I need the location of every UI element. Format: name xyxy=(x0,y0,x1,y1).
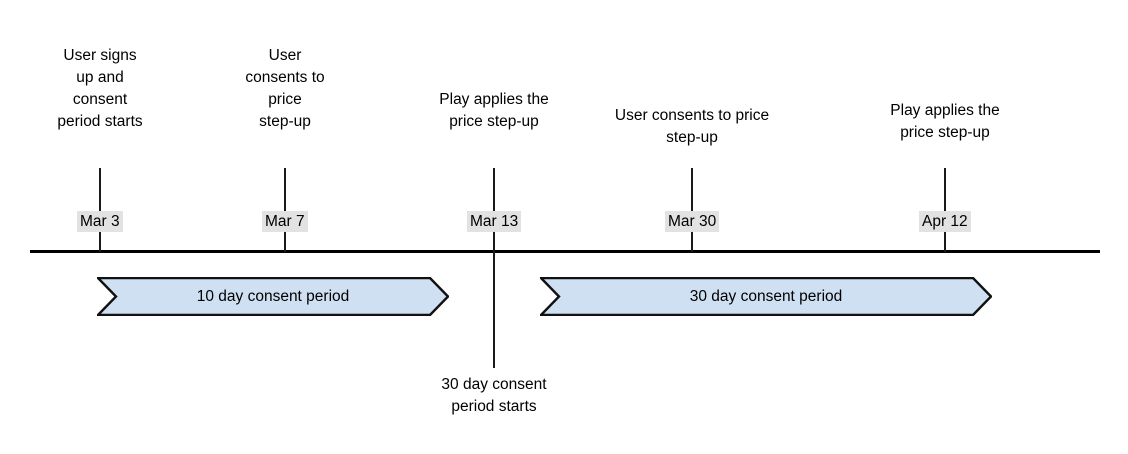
date-chip-mar-3: Mar 3 xyxy=(77,211,123,232)
event-tick-mar-13 xyxy=(493,168,495,252)
date-chip-mar-30: Mar 30 xyxy=(665,211,720,232)
event-tick-apr-12 xyxy=(944,168,946,252)
date-chip-apr-12: Apr 12 xyxy=(919,211,971,232)
timeline-axis xyxy=(30,250,1100,253)
event-tick-mar-3 xyxy=(99,168,101,252)
event-label-apr-12: Play applies the price step-up xyxy=(890,102,1000,141)
banner-consent-period-10-day: 10 day consent period xyxy=(97,277,449,316)
date-chip-mar-7: Mar 7 xyxy=(262,211,308,232)
event-label-mar-13: Play applies the price step-up xyxy=(439,91,549,130)
event-label-mar-30: User consents to price step-up xyxy=(614,107,770,146)
event-label-mar-3: User signs up and consent period starts xyxy=(57,47,143,130)
banner-consent-period-30-day: 30 day consent period xyxy=(540,277,992,316)
banner-shape-consent-period-10-day xyxy=(97,277,449,316)
banner-shape-consent-period-30-day xyxy=(540,277,992,316)
event-label-mar-7: User consents to price step-up xyxy=(245,47,325,130)
date-chip-mar-13: Mar 13 xyxy=(467,211,522,232)
annotation-connector-30-day-consent-period-starts xyxy=(493,250,495,368)
event-tick-mar-7 xyxy=(284,168,286,252)
event-tick-mar-30 xyxy=(691,168,693,252)
annotation-label-30-day-consent-period-starts: 30 day consent period starts xyxy=(441,376,547,415)
